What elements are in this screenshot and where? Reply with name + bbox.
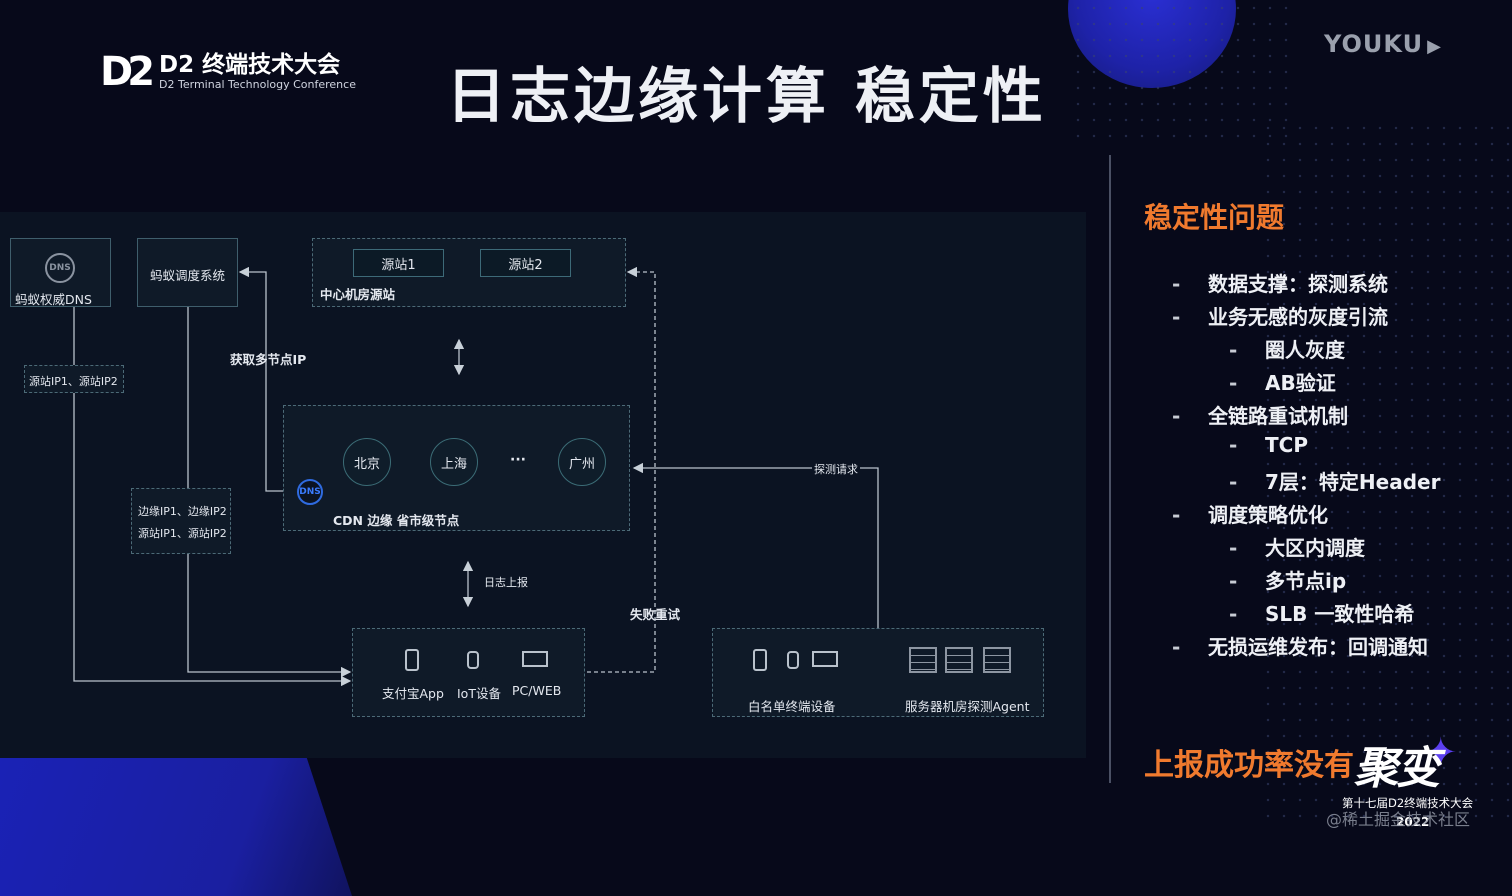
play-icon: ▶ (1427, 36, 1442, 57)
bullet-dash: - (1229, 338, 1238, 362)
bullet-dash: - (1229, 433, 1238, 457)
logo-subtitle: D2 Terminal Technology Conference (159, 78, 356, 92)
dns-box-label: 蚂蚁权威DNS (15, 292, 92, 307)
bullet-item: - AB验证 (1229, 367, 1336, 396)
cdn-edge-box: 北京 上海 ··· 广州 CDN 边缘 省市级节点 (283, 405, 630, 531)
bullet-text: 业务无感的灰度引流 (1208, 305, 1388, 329)
probe-devices-box: 白名单终端设备 服务器机房探测Agent (712, 628, 1044, 717)
client-iot: IoT设备 (457, 686, 501, 701)
star-icon: ✦ (1424, 730, 1458, 776)
ant-dns-box: DNS 蚂蚁权威DNS (10, 238, 111, 307)
ant-scheduler-box: 蚂蚁调度系统 (137, 238, 238, 307)
bullet-dash: - (1172, 305, 1181, 329)
bottom-note: 上报成功率没有 (1144, 748, 1354, 783)
event-logo: 聚变 (1354, 743, 1440, 794)
logo-title: D2 终端技术大会 (159, 51, 341, 78)
get-ip-label: 获取多节点IP (230, 352, 307, 367)
phone-icon (753, 649, 767, 671)
server-icon (945, 647, 973, 673)
bullet-dash: - (1229, 569, 1238, 593)
bullet-item: - TCP (1229, 433, 1308, 457)
bullet-item: - SLB 一致性哈希 (1229, 598, 1414, 627)
note-origin-ips: 源站IP1、源站IP2 (24, 365, 124, 393)
event-caption: 第十七届D2终端技术大会 (1342, 796, 1474, 810)
bullet-dash: - (1229, 602, 1238, 626)
node-beijing: 北京 (343, 438, 391, 486)
watch-icon (787, 651, 799, 669)
bullet-item: - 数据支撑：探测系统 (1172, 268, 1388, 297)
dot-pattern (1260, 120, 1512, 820)
slide-title: 日志边缘计算 稳定性 (446, 62, 1047, 132)
dns-badge-icon: DNS (297, 479, 323, 505)
bullet-item: - 无损运维发布：回调通知 (1172, 631, 1428, 660)
note-edge-ips-line2: 源站IP1、源站IP2 (138, 527, 227, 540)
server-icon (909, 647, 937, 673)
agent-label: 服务器机房探测Agent (905, 699, 1030, 714)
sidebar-title: 稳定性问题 (1144, 201, 1285, 234)
log-upload-label: 日志上报 (484, 576, 528, 589)
note-origin-ips-text: 源站IP1、源站IP2 (29, 375, 118, 388)
probe-request-label: 探测请求 (812, 461, 860, 477)
note-edge-ips: 边缘IP1、边缘IP2 源站IP1、源站IP2 (131, 488, 231, 554)
dns-globe-icon: DNS (45, 253, 75, 283)
bullet-text: TCP (1265, 433, 1308, 457)
diagram-connectors (73, 266, 879, 687)
server-icon (983, 647, 1011, 673)
client-alipay: 支付宝App (382, 686, 444, 701)
bullet-dash: - (1229, 371, 1238, 395)
client-devices-box: 支付宝App IoT设备 PC/WEB (352, 628, 585, 717)
origin-group-label: 中心机房源站 (320, 287, 396, 302)
bullet-item: - 业务无感的灰度引流 (1172, 301, 1388, 330)
watch-icon (467, 651, 479, 669)
watermark: @稀土掘金技术社区 (1326, 810, 1471, 829)
cdn-label: CDN 边缘 省市级节点 (333, 513, 460, 528)
bullet-text: 多节点ip (1265, 569, 1347, 593)
note-edge-ips-line1: 边缘IP1、边缘IP2 (138, 505, 227, 518)
event-year: 2022 (1396, 815, 1430, 829)
bullet-item: - 多节点ip (1229, 565, 1346, 594)
phone-icon (405, 649, 419, 671)
bullet-dash: - (1172, 272, 1181, 296)
bullet-item: - 圈人灰度 (1229, 334, 1345, 363)
conference-logo: D2 D2 终端技术大会 D2 Terminal Technology Conf… (100, 52, 356, 92)
monitor-icon (812, 651, 838, 667)
bullet-dash: - (1229, 536, 1238, 560)
bullet-dash: - (1172, 503, 1181, 527)
youku-logo: YOUKU▶ (1324, 30, 1442, 58)
bullet-text: 无损运维发布：回调通知 (1208, 635, 1428, 659)
bullet-text: 圈人灰度 (1265, 338, 1345, 362)
origin-2-box: 源站2 (480, 249, 571, 277)
bullet-item: - 全链路重试机制 (1172, 400, 1348, 429)
bullet-item: - 7层：特定Header (1229, 466, 1440, 495)
bullet-text: SLB 一致性哈希 (1265, 602, 1415, 626)
node-guangzhou: 广州 (558, 438, 606, 486)
bullet-text: 数据支撑：探测系统 (1208, 272, 1388, 296)
scheduler-box-label: 蚂蚁调度系统 (150, 268, 226, 283)
bullet-text: 全链路重试机制 (1208, 404, 1348, 428)
vertical-divider (1109, 155, 1111, 783)
whitelist-label: 白名单终端设备 (748, 699, 836, 714)
bullet-dash: - (1172, 635, 1181, 659)
client-pcweb: PC/WEB (512, 683, 562, 698)
bullet-item: - 大区内调度 (1229, 532, 1365, 561)
ellipsis: ··· (510, 452, 526, 468)
retry-label: 失败重试 (630, 607, 681, 622)
monitor-icon (522, 651, 548, 667)
bullet-text: 7层：特定Header (1265, 470, 1441, 494)
bullet-dash: - (1172, 404, 1181, 428)
origin-1-box: 源站1 (353, 249, 444, 277)
origin-group: 源站1 源站2 中心机房源站 (312, 238, 626, 307)
bullet-text: 调度策略优化 (1208, 503, 1328, 527)
bullet-text: AB验证 (1265, 371, 1336, 395)
decorative-shape (0, 756, 352, 896)
logo-mark: D2 (100, 49, 155, 95)
bullet-text: 大区内调度 (1265, 536, 1365, 560)
brand-text: YOUKU (1324, 30, 1424, 58)
node-shanghai: 上海 (430, 438, 478, 486)
bullet-item: - 调度策略优化 (1172, 499, 1328, 528)
bullet-dash: - (1229, 470, 1238, 494)
dot-pattern (1070, 0, 1300, 140)
